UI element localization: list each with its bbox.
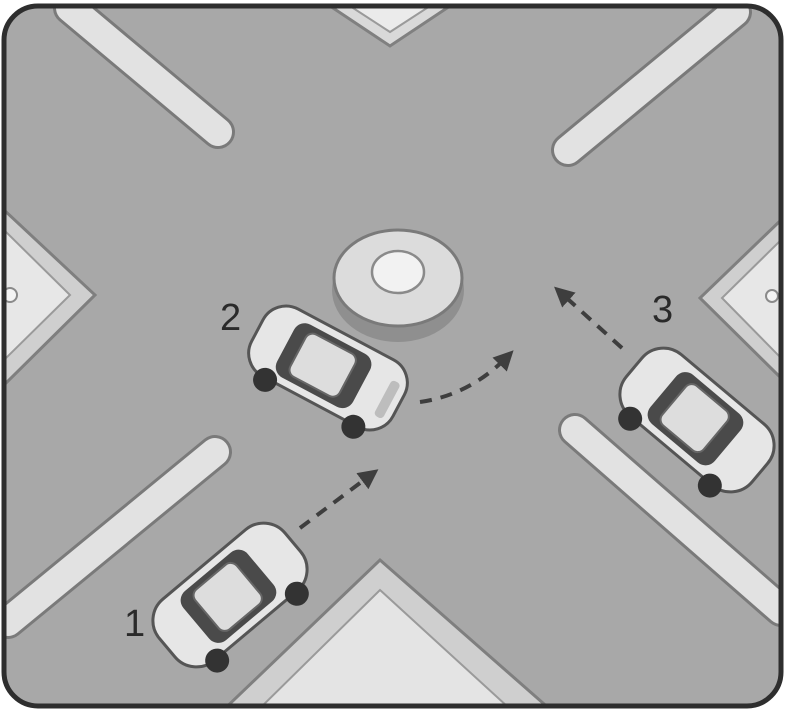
car-2-label: 2 bbox=[220, 297, 241, 339]
center-roundabout bbox=[332, 230, 464, 342]
car-1-label: 1 bbox=[124, 603, 145, 645]
car-3-label: 3 bbox=[652, 289, 673, 331]
